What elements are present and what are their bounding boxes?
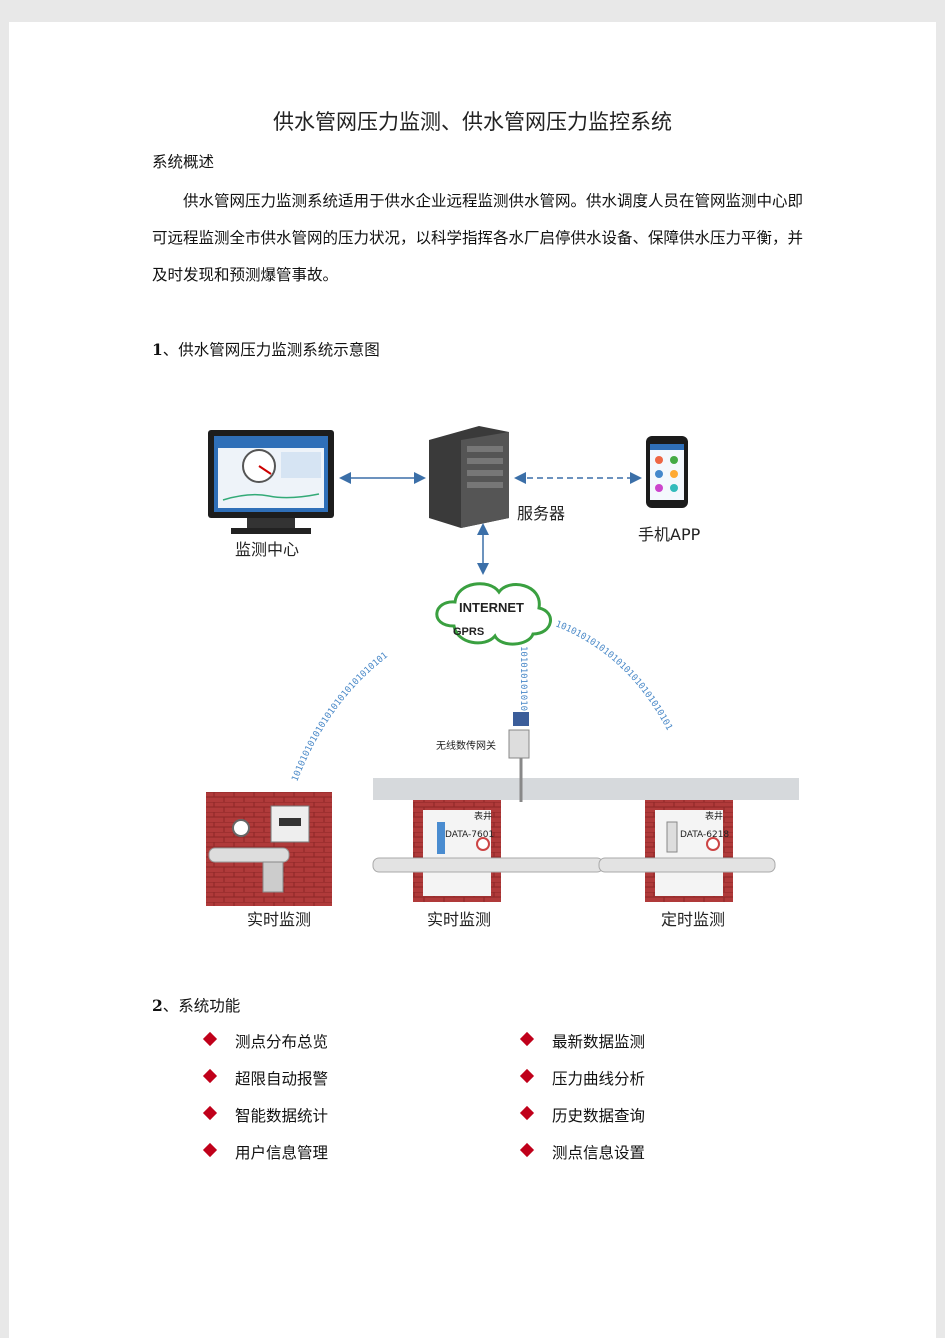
section-1-label: 、供水管网压力监测系统示意图: [162, 341, 380, 359]
bullet-diamond-icon: [202, 1105, 218, 1121]
monitor-center-label: 监测中心: [235, 540, 299, 559]
server-label: 服务器: [517, 504, 565, 523]
overview-heading: 系统概述: [152, 153, 215, 171]
section-2-label: 、系统功能: [162, 997, 241, 1015]
server-icon: [429, 426, 509, 528]
system-diagram: 监测中心 服务器 手机APP: [9, 22, 799, 929]
overview-paragraph: 供水管网压力监测系统适用于供水企业远程监测供水管网。供水调度人员在管网监测中心即…: [152, 192, 804, 284]
monitor-center-icon: [208, 430, 334, 534]
site-1-label: 实时监测: [247, 910, 311, 929]
section-1-number: 1: [152, 340, 163, 359]
well-label-2: 表井: [705, 810, 723, 822]
bullet-diamond-icon: [519, 1142, 535, 1158]
function-item: 压力曲线分析: [552, 1070, 646, 1088]
bullet-diamond-icon: [519, 1105, 535, 1121]
document-page: 供水管网压力监测、供水管网压力监控系统 系统概述 供水管网压力监测系统适用于供水…: [9, 22, 936, 1338]
device-1-label: DATA-7601: [445, 830, 494, 840]
function-item: 超限自动报警: [235, 1070, 329, 1088]
bullet-diamond-icon: [519, 1031, 535, 1047]
binary-stream-right: 10101010101010101010101010101: [554, 619, 674, 732]
section-2-number: 2: [152, 996, 163, 1015]
site-3-illustration: [598, 800, 776, 902]
bullet-diamond-icon: [519, 1068, 535, 1084]
function-item: 测点信息设置: [552, 1144, 646, 1162]
binary-stream-left: 10101010101010101010101010101: [290, 651, 389, 783]
function-item: 智能数据统计: [235, 1107, 329, 1125]
function-item: 测点分布总览: [235, 1033, 329, 1051]
road-background-center: [373, 778, 603, 800]
site-2-illustration: [372, 712, 604, 902]
site-3-label: 定时监测: [661, 910, 725, 929]
section-1-heading: 1、供水管网压力监测系统示意图: [152, 338, 380, 360]
cloud-gprs-label: GPRS: [453, 626, 484, 638]
well-label-1: 表井: [474, 810, 492, 822]
mobile-app-label: 手机APP: [638, 525, 701, 544]
road-background-right: [599, 778, 799, 800]
function-item: 用户信息管理: [235, 1144, 329, 1162]
mobile-phone-icon: [646, 436, 688, 508]
function-item: 历史数据查询: [552, 1107, 646, 1125]
gateway-label: 无线数传网关: [436, 739, 496, 752]
bullet-diamond-icon: [202, 1068, 218, 1084]
site-2-label: 实时监测: [427, 910, 491, 929]
section-2-heading: 2、系统功能: [152, 994, 240, 1016]
site-1-illustration: [206, 792, 332, 906]
function-item: 最新数据监测: [552, 1033, 646, 1051]
document-title: 供水管网压力监测、供水管网压力监控系统: [273, 110, 672, 134]
cloud-internet-label: INTERNET: [459, 600, 524, 615]
device-2-label: DATA-6218: [680, 830, 729, 840]
bullet-diamond-icon: [202, 1031, 218, 1047]
internet-cloud-icon: [435, 582, 552, 646]
bullet-diamond-icon: [202, 1142, 218, 1158]
